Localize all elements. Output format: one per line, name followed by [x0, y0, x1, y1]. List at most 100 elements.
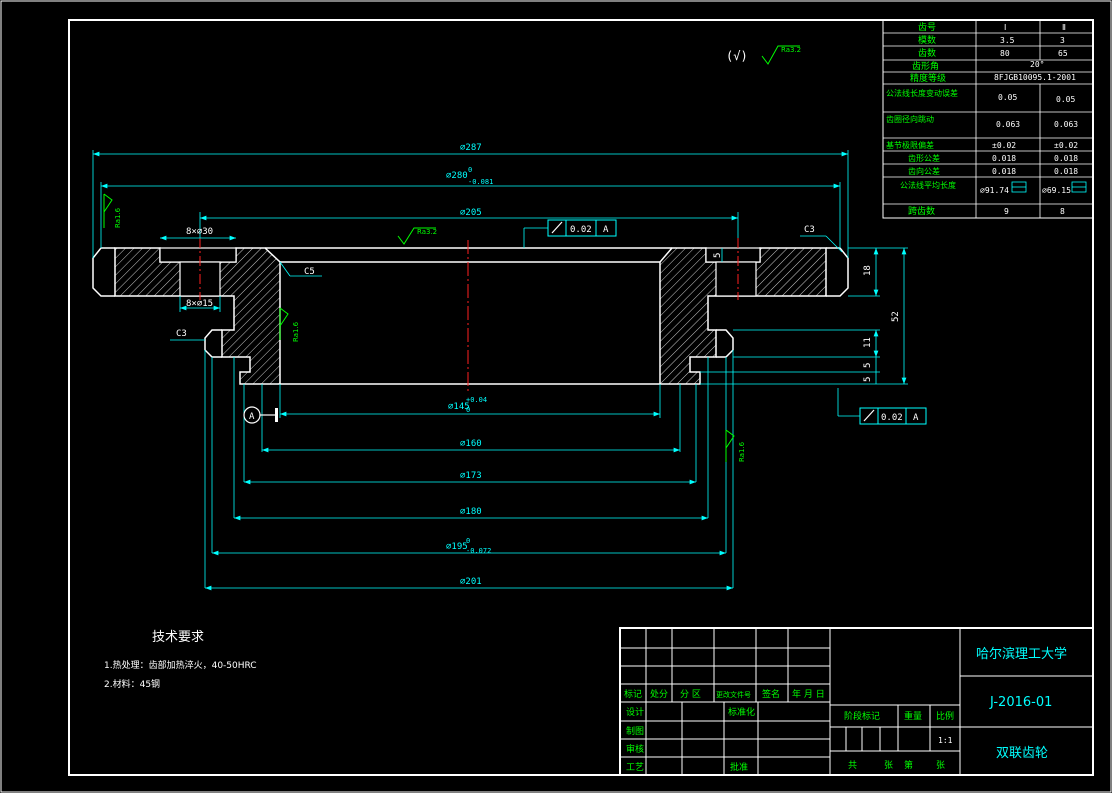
- gear-row-v2: ±0.02: [1054, 141, 1078, 150]
- fcf-right-tol: 0.02: [881, 413, 903, 423]
- dim-h18: 18: [863, 265, 873, 276]
- tb-total: 共: [848, 760, 857, 771]
- gear-row-v1: 20°: [1030, 60, 1044, 69]
- datum-label: A: [249, 412, 255, 422]
- gear-row-v1: ⌀91.74: [980, 186, 1009, 195]
- roughness-right: Ra1.6: [738, 441, 746, 462]
- tech-req-title: 技术要求: [152, 630, 204, 645]
- tb-no: 第: [904, 759, 913, 771]
- tb-drawing-no: J-2016-01: [989, 695, 1052, 710]
- dim-slot-bottom: 8×⌀15: [186, 299, 213, 309]
- gear-row-v2: 0.063: [1054, 120, 1078, 129]
- tb-mark: 标记: [624, 688, 642, 700]
- gear-parameter-table: 齿号 Ⅰ Ⅱ 模数 3.5 3 齿数 80 65 齿形角 20° 精度等级 8F…: [882, 19, 1094, 219]
- roughness-general-icon: [761, 45, 800, 65]
- dimension-text: ⌀287 ⌀280 0 -0.081 ⌀205 ⌀145 +0.04 0 ⌀16…: [176, 143, 901, 587]
- roughness-top: Ra3.2: [417, 228, 437, 236]
- dim-d195: ⌀195: [446, 542, 468, 552]
- dim-d195-lower: -0.072: [466, 547, 491, 555]
- gear-row-label: 公法线长度变动误差: [886, 88, 958, 98]
- tb-weight: 重量: [904, 710, 922, 722]
- gear-row-v1: 80: [1000, 49, 1010, 58]
- dim-d195-upper: 0: [466, 537, 470, 545]
- tech-req-line2: 2.材料：45钢: [104, 678, 160, 690]
- roughness-inner: Ra1.6: [292, 321, 300, 342]
- gear-row-label: 齿形公差: [908, 153, 940, 163]
- tb-stage: 阶段标记: [844, 710, 880, 722]
- dimension-lines: [92, 150, 908, 591]
- dim-d145: ⌀145: [448, 402, 470, 412]
- tb-count: 处分: [650, 688, 668, 700]
- gear-row-label: 齿向公差: [908, 166, 940, 176]
- tb-change-doc: 更改文件号: [716, 690, 751, 699]
- dim-d160: ⌀160: [460, 439, 482, 449]
- dim-d280-lower: -0.081: [468, 178, 493, 186]
- tb-review: 审核: [626, 743, 644, 755]
- gear-row-label: 精度等级: [910, 72, 946, 84]
- gear-row-v1: 8FJGB10095.1-2001: [994, 73, 1076, 82]
- tb-part-name: 双联齿轮: [996, 746, 1048, 761]
- tb-sign: 签名: [762, 688, 780, 700]
- roughness-inner-icon: [279, 307, 289, 327]
- roughness-right-icon: [725, 429, 735, 449]
- tb-zone: 分 区: [680, 689, 701, 700]
- tb-scale-value: 1:1: [938, 736, 953, 745]
- fcf-right-ref: A: [913, 413, 919, 423]
- dim-d180: ⌀180: [460, 507, 482, 517]
- datum-feature: A: [243, 406, 278, 424]
- dim-h5a: 5: [863, 363, 873, 368]
- dim-d145-lower: 0: [466, 406, 470, 414]
- roughness-general: Ra3.2: [781, 46, 801, 54]
- dim-h11: 11: [863, 337, 873, 348]
- gear-row-v1: ±0.02: [992, 141, 1016, 150]
- gear-row-label: 齿圈径向跳动: [886, 114, 934, 124]
- part-section: [92, 238, 849, 392]
- roughness-top-icon: [397, 227, 436, 245]
- gear-row-v2: 0.018: [1054, 167, 1078, 176]
- fcf-right: 0.02 A: [859, 407, 927, 425]
- fcf-top-tol: 0.02: [570, 225, 592, 235]
- gear-row-label: 齿数: [918, 47, 936, 59]
- dim-h5b: 5: [863, 377, 873, 382]
- tb-standard: 标准化: [728, 706, 755, 718]
- surface-roughness: (√) Ra3.2 Ra3.2 Ra1.6 Ra1.6 Ra1.6: [103, 45, 801, 462]
- chamfer-c3-right: C3: [804, 225, 815, 235]
- tb-process: 工艺: [626, 762, 644, 773]
- tb-design: 设计: [626, 706, 644, 718]
- dim-slot-top: 8×⌀30: [186, 227, 213, 237]
- gear-row-label: 模数: [918, 34, 936, 46]
- dim-d287: ⌀287: [460, 143, 482, 153]
- gear-row-v2: 8: [1060, 207, 1065, 216]
- roughness-left-icon: [103, 193, 113, 213]
- gear-row-v1: 0.018: [992, 167, 1016, 176]
- gear-row-v1: 3.5: [1000, 36, 1015, 45]
- roughness-paren: (√): [726, 49, 748, 63]
- tb-sheets: 张: [884, 760, 893, 771]
- gear-row-v2: ⌀69.15: [1042, 186, 1071, 195]
- dim-d280: ⌀280: [446, 171, 468, 181]
- gear-row-label: 齿形角: [912, 60, 939, 72]
- dim-d145-upper: +0.04: [466, 396, 487, 404]
- gear-header-label: 齿号: [918, 22, 936, 33]
- tb-scale: 比例: [936, 710, 954, 722]
- dim-d173: ⌀173: [460, 471, 482, 481]
- chamfer-c5: C5: [304, 267, 315, 277]
- fcf-top-ref: A: [603, 225, 609, 235]
- tb-school: 哈尔滨理工大学: [976, 646, 1067, 662]
- gear-row-v1: 0.05: [998, 93, 1017, 102]
- dim-d205: ⌀205: [460, 208, 482, 218]
- gear-row-label: 基节极限偏差: [886, 140, 934, 150]
- gear-row-label: 公法线平均长度: [900, 180, 956, 190]
- tb-approve: 批准: [730, 761, 748, 773]
- fcf-top: 0.02 A: [547, 219, 617, 237]
- gear-header-2: Ⅱ: [1062, 23, 1066, 32]
- dim-d280-upper: 0: [468, 166, 472, 174]
- tech-req-line1: 1.热处理：齿部加热淬火，40-50HRC: [104, 659, 257, 671]
- gear-row-v1: 9: [1004, 207, 1009, 216]
- gear-row-v2: 3: [1060, 36, 1065, 45]
- gear-row-v2: 65: [1058, 49, 1068, 58]
- gear-row-v1: 0.063: [996, 120, 1020, 129]
- gear-row-v2: 0.05: [1056, 95, 1075, 104]
